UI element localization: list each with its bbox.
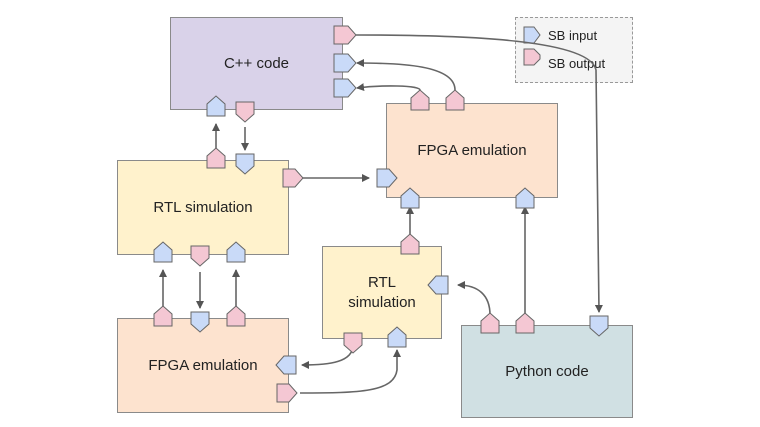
rtl-left-sb-input-port-bottom-1 (153, 241, 173, 263)
fpga-emulation-top-label: FPGA emulation (417, 141, 527, 159)
rtl-left-sb-input-port-top (235, 153, 255, 175)
rtl-simulation-left-block: RTL simulation (117, 160, 289, 255)
cpp-code-label: C++ code (223, 54, 290, 72)
wire-python-to-rtl-middle (457, 281, 491, 316)
fpga-bottom-sb-input-port-right (275, 355, 297, 375)
rtl-middle-sb-input-port-bottom (387, 326, 407, 348)
rtl-middle-sb-output-port-bottom (343, 332, 363, 354)
cpp-code-block: C++ code (170, 17, 343, 110)
fpga-bottom-sb-output-port-top-1 (153, 305, 173, 327)
rtl-middle-sb-output-port-top (400, 233, 420, 255)
fpga-emulation-bottom-block: FPGA emulation (117, 318, 289, 413)
wire-fpga-top-to-cpp-1 (356, 59, 456, 91)
wire-rtl-middle-to-fpga-bottom (301, 344, 354, 369)
rtl-left-sb-input-port-bottom-2 (226, 241, 246, 263)
rtl-simulation-middle-label: RTL simulation (348, 273, 416, 311)
python-sb-output-port-1 (480, 312, 500, 334)
wire-cpp-to-python (355, 34, 603, 313)
rtl-simulation-left-label: RTL simulation (153, 198, 253, 216)
rtl-middle-sb-input-port-right (427, 275, 449, 295)
cpp-sb-output-port (333, 25, 357, 45)
fpga-bottom-sb-output-port-top-2 (226, 305, 246, 327)
sb-output-legend-label: SB output (548, 56, 606, 71)
legend: SB input SB output (515, 17, 633, 83)
cpp-sb-input-port-bottom (206, 95, 226, 117)
rtl-left-sb-output-port-bottom (190, 245, 210, 267)
fpga-top-sb-output-port-2 (445, 89, 465, 111)
rtl-left-sb-output-port-top (206, 147, 226, 169)
python-sb-input-port (589, 315, 609, 337)
fpga-top-sb-input-port-left (376, 168, 398, 188)
python-code-label: Python code (505, 362, 589, 380)
cpp-sb-input-port-1 (333, 53, 357, 73)
fpga-emulation-top-block: FPGA emulation (386, 103, 558, 198)
fpga-top-sb-input-port-bottom-1 (400, 187, 420, 209)
sb-output-legend-icon (523, 48, 541, 66)
fpga-emulation-bottom-label: FPGA emulation (148, 356, 258, 374)
cpp-sb-input-port-2 (333, 78, 357, 98)
fpga-top-sb-input-port-bottom-2 (515, 187, 535, 209)
wire-fpga-top-to-cpp-2 (356, 83, 421, 92)
fpga-bottom-sb-output-port-right (276, 383, 298, 403)
wire-fpga-bottom-to-rtl-middle (299, 349, 401, 394)
python-code-block: Python code (461, 325, 633, 418)
sb-input-legend-icon (523, 26, 541, 44)
python-sb-output-port-2 (515, 312, 535, 334)
fpga-top-sb-output-port-1 (410, 89, 430, 111)
rtl-simulation-middle-block: RTL simulation (322, 246, 442, 339)
fpga-bottom-sb-input-port-top (190, 311, 210, 333)
rtl-left-sb-output-port-right (282, 168, 304, 188)
cpp-sb-output-port-bottom (235, 101, 255, 123)
sb-input-legend-label: SB input (548, 28, 598, 43)
